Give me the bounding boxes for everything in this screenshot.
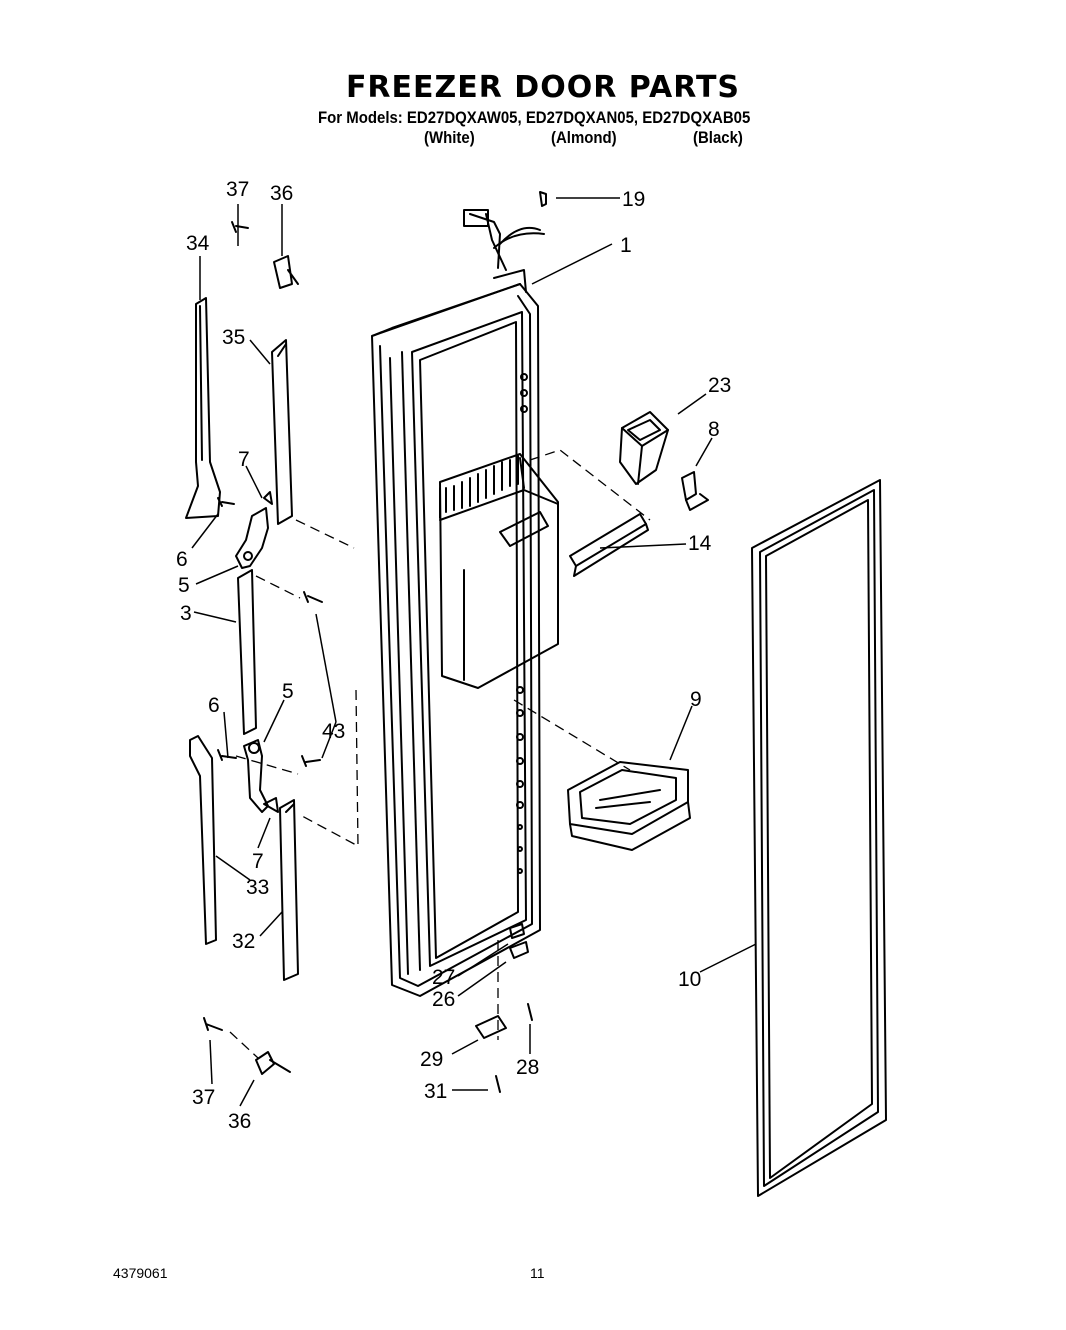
handle-bracket-lower — [243, 739, 269, 813]
callout-6-lower: 6 — [208, 694, 220, 717]
callout-34: 34 — [186, 232, 210, 255]
callout-3: 3 — [180, 602, 192, 625]
callout-8: 8 — [708, 418, 720, 441]
fasteners — [203, 191, 547, 1093]
color-black: (Black) — [693, 128, 743, 147]
mounting-holes — [516, 373, 528, 874]
handle-bar-3 — [237, 569, 257, 735]
callout-23: 23 — [708, 374, 731, 397]
callout-5-upper: 5 — [178, 574, 190, 597]
callout-26: 26 — [432, 988, 455, 1011]
callout-14: 14 — [688, 532, 712, 555]
page-title: FREEZER DOOR PARTS — [345, 70, 741, 105]
callout-35: 35 — [222, 326, 245, 349]
callout-7-lower: 7 — [252, 850, 264, 873]
callout-10: 10 — [678, 968, 701, 991]
color-white: (White) — [424, 128, 475, 147]
callout-1: 1 — [620, 234, 632, 257]
handle-trim-35 — [271, 339, 293, 525]
callout-27: 27 — [432, 966, 455, 989]
callout-28: 28 — [516, 1056, 539, 1079]
dispenser-rail — [569, 513, 649, 577]
callout-33: 33 — [246, 876, 269, 899]
models-line: For Models: ED27DQXAW05, ED27DQXAN05, ED… — [318, 108, 751, 127]
handle-bracket-upper — [235, 507, 269, 569]
callout-6-upper: 6 — [176, 548, 188, 571]
callouts: 37 36 34 35 7 6 5 3 6 5 43 7 33 32 37 36… — [176, 178, 731, 1133]
door-gasket — [751, 479, 887, 1197]
color-almond: (Almond) — [551, 128, 617, 147]
ice-chute — [619, 411, 669, 485]
callout-9: 9 — [690, 688, 702, 711]
callout-43: 43 — [322, 720, 345, 743]
door-panel — [371, 209, 559, 997]
callout-19: 19 — [622, 188, 645, 211]
dispenser-grille — [445, 455, 519, 513]
callout-5-lower: 5 — [282, 680, 294, 703]
clip-part — [681, 471, 709, 511]
page-number: 11 — [530, 1265, 545, 1281]
handle-trim-34 — [185, 297, 221, 519]
handle-trim-33 — [189, 735, 217, 945]
drip-tray — [567, 761, 691, 851]
callout-29: 29 — [420, 1048, 443, 1071]
callout-37-top: 37 — [226, 178, 249, 201]
callout-32: 32 — [232, 930, 255, 953]
callout-37-bottom: 37 — [192, 1086, 215, 1109]
handle-trim-32 — [279, 799, 299, 981]
callout-7-upper: 7 — [238, 448, 250, 471]
callout-36-top: 36 — [270, 182, 293, 205]
callout-31: 31 — [424, 1080, 447, 1103]
callout-36-bottom: 36 — [228, 1110, 251, 1133]
document-number: 4379061 — [113, 1265, 168, 1281]
